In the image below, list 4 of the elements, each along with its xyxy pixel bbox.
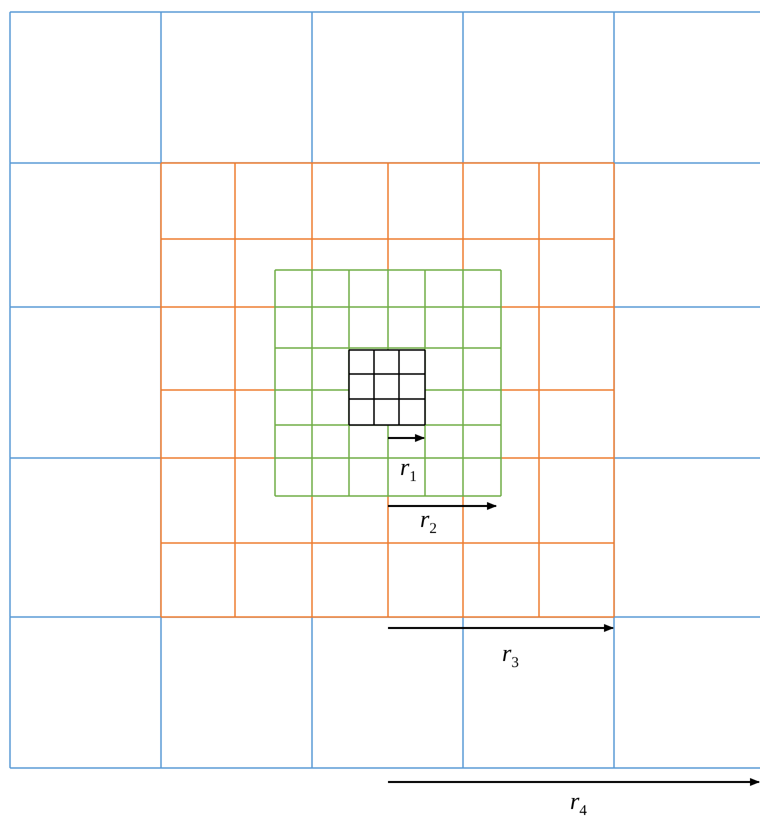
radius-label: r$_{3}$ [502, 642, 519, 671]
radius-label: r$_{4}$ [570, 790, 587, 816]
radius-label: r$_{1}$ [400, 456, 417, 485]
radius-label: r$_{2}$ [420, 508, 437, 537]
